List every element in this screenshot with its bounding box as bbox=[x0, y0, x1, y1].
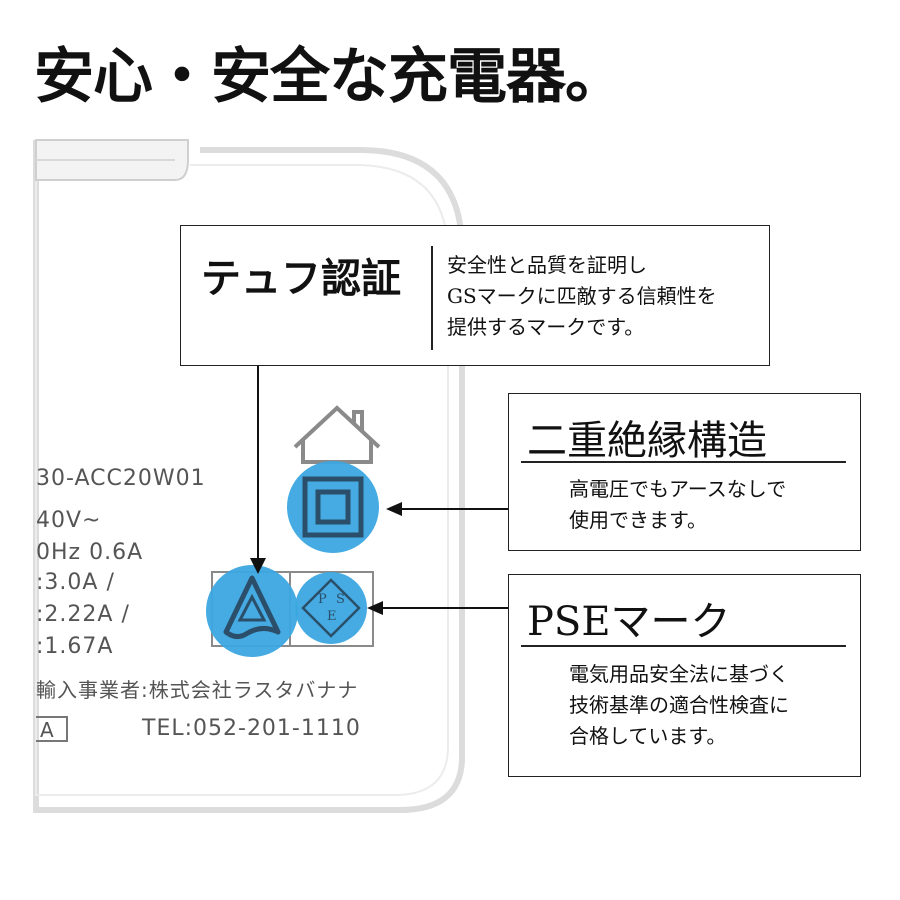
double-insulation-text: 高電圧でもアースなしで 使用できます。 bbox=[569, 474, 786, 536]
double-insulation-callout: 二重絶縁構造 高電圧でもアースなしで 使用できます。 bbox=[508, 393, 861, 551]
tuv-mark bbox=[206, 565, 298, 657]
tuv-callout-line: GSマークに匹敵する信頼性を bbox=[447, 284, 717, 308]
double-insulation-mark bbox=[287, 461, 379, 553]
pse-callout-line: 電気用品安全法に基づく bbox=[569, 662, 789, 686]
tuv-callout: テュフ認証 安全性と品質を証明し GSマークに匹敵する信頼性を 提供するマークで… bbox=[180, 225, 770, 366]
pse-callout-line: 合格しています。 bbox=[569, 724, 727, 748]
double-insulation-line: 使用できます。 bbox=[569, 508, 707, 532]
telephone: TEL:052-201-1110 bbox=[142, 716, 361, 741]
tuv-callout-title: テュフ認証 bbox=[201, 255, 401, 302]
tuv-callout-line: 安全性と品質を証明し bbox=[447, 253, 647, 277]
pse-callout-underline bbox=[521, 645, 846, 647]
pse-mark-letter-p: P bbox=[318, 592, 327, 607]
pse-callout-line: 技術基準の適合性検査に bbox=[569, 693, 789, 717]
importer-name: 輸入事業者:株式会社ラスタバナナ bbox=[36, 678, 359, 702]
pse-callout-text: 電気用品安全法に基づく 技術基準の適合性検査に 合格しています。 bbox=[569, 659, 789, 752]
page-title: 安心・安全な充電器。 bbox=[34, 42, 625, 112]
tuv-callout-text: 安全性と品質を証明し GSマークに匹敵する信頼性を 提供するマークです。 bbox=[447, 250, 717, 343]
tuv-callout-line: 提供するマークです。 bbox=[447, 315, 645, 339]
pse-mark-letter-e: E bbox=[327, 609, 337, 624]
pse-arrow bbox=[367, 601, 508, 615]
pse-mark bbox=[295, 572, 367, 644]
model-number: 30-ACC20W01 bbox=[36, 466, 206, 491]
double-insulation-underline bbox=[521, 461, 846, 463]
double-insulation-title: 二重絶縁構造 bbox=[527, 418, 767, 464]
box-code: A bbox=[36, 716, 68, 742]
pse-mark-letter-s: S bbox=[336, 592, 345, 607]
input-voltage: 40V~ bbox=[36, 508, 102, 533]
output-rating-2: :2.22A / bbox=[36, 602, 130, 627]
tuv-callout-divider bbox=[431, 246, 433, 350]
box-code-text: A bbox=[40, 718, 54, 742]
pse-callout-title: PSEマーク bbox=[527, 599, 731, 645]
double-insulation-line: 高電圧でもアースなしで bbox=[569, 477, 787, 501]
output-rating-3: :1.67A bbox=[36, 634, 114, 659]
output-rating-1: :3.0A / bbox=[36, 570, 115, 595]
pse-callout: PSEマーク 電気用品安全法に基づく 技術基準の適合性検査に 合格しています。 bbox=[508, 574, 861, 777]
tuv-arrow bbox=[250, 366, 266, 574]
input-frequency: 0Hz 0.6A bbox=[36, 540, 144, 565]
double-insulation-arrow bbox=[386, 502, 508, 516]
